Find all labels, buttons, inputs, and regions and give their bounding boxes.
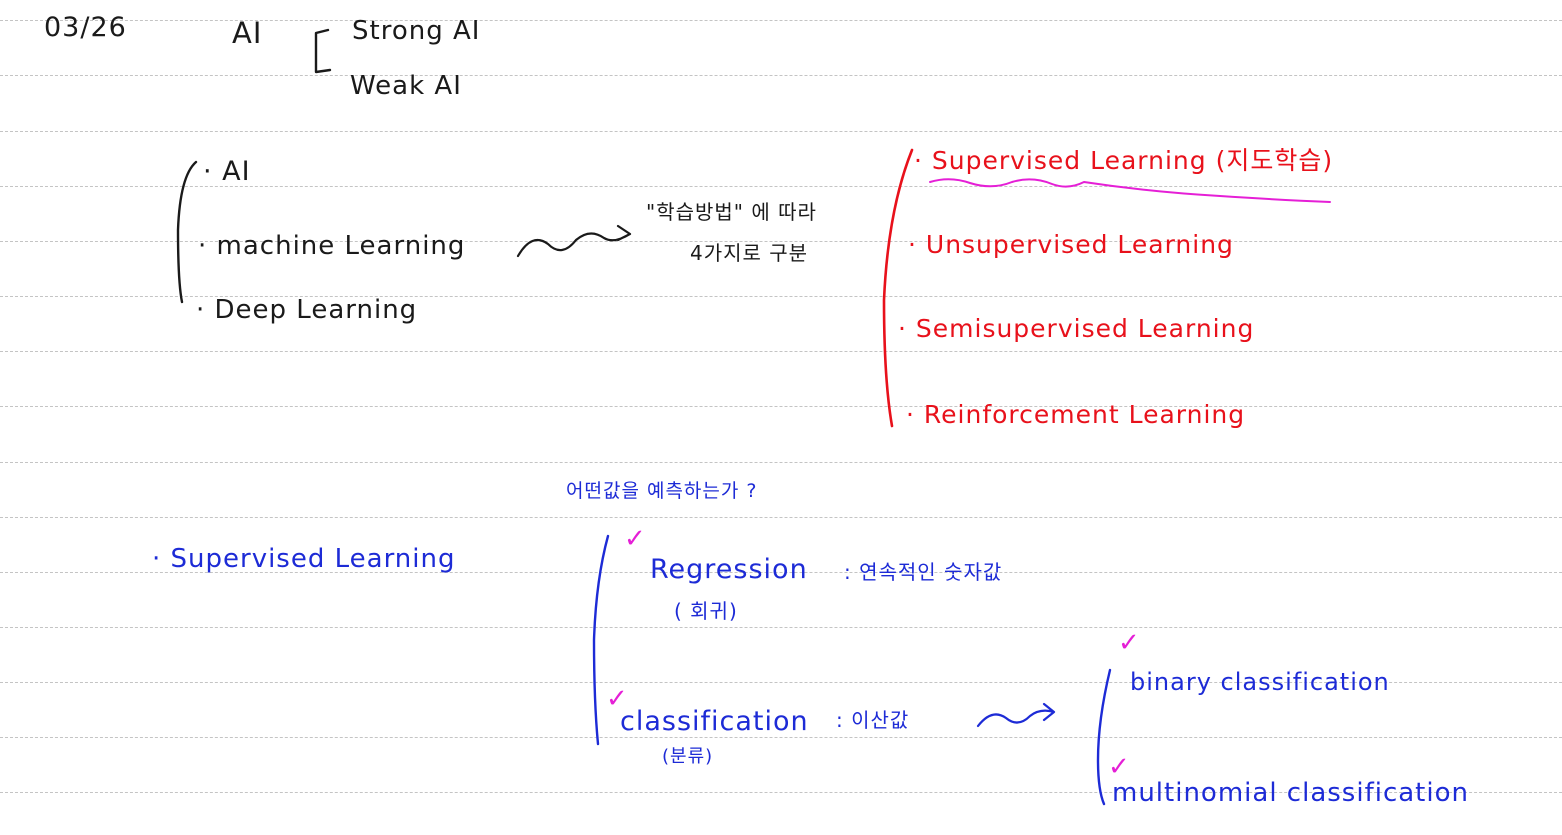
ruled-line [0,682,1562,683]
check-mark-icon: ✓ [606,684,628,714]
learning-type-semisupervised: · Semisupervised Learning [898,314,1255,343]
ruled-line [0,737,1562,738]
ruled-line [0,517,1562,518]
strong-ai-label: Strong AI [352,16,481,46]
check-mark-icon: ✓ [624,524,646,554]
criterion-line-2: 4가지로 구분 [690,241,809,265]
check-mark-icon: ✓ [1108,752,1130,782]
ruled-line [0,627,1562,628]
ruled-line [0,462,1562,463]
hierarchy-item-ai: · AI [203,156,251,187]
ruled-line [0,572,1562,573]
ruled-line [0,792,1562,793]
learning-types-bracket [882,148,914,428]
ruled-line [0,131,1562,132]
prediction-question: 어떤값을 예측하는가 ? [566,480,758,502]
classification-title: classification [620,706,809,737]
regression-title: Regression [650,554,808,585]
ai-label: AI [232,16,263,50]
ruled-line [0,75,1562,76]
check-mark-icon: ✓ [1118,628,1140,658]
learning-type-supervised: · Supervised Learning (지도학습) [914,146,1334,175]
classification-desc: : 이산값 [836,708,910,732]
regression-desc: : 연속적인 숫자값 [844,560,1003,584]
squiggle-arrow [516,224,632,258]
weak-ai-label: Weak AI [350,71,462,101]
ai-bracket [314,28,332,74]
ruled-line [0,241,1562,242]
ruled-line [0,351,1562,352]
classification-arrow [976,702,1056,728]
criterion-line-1: "학습방법" 에 따라 [646,200,817,224]
ruled-line [0,406,1562,407]
regression-korean: ( 회귀) [674,599,738,623]
binary-classification: binary classification [1130,668,1390,696]
hierarchy-bracket [176,160,198,304]
hierarchy-item-ml: · machine Learning [198,231,466,261]
classification-korean: (분류) [662,746,714,767]
supervised-label: · Supervised Learning [152,544,456,574]
supervised-underline [929,178,1331,203]
learning-type-reinforcement: · Reinforcement Learning [906,400,1246,429]
ruled-line [0,20,1562,21]
classification-bracket [1096,668,1112,806]
multinomial-classification: multinomial classification [1112,778,1469,808]
note-date: 03/26 [44,12,127,43]
ruled-line [0,186,1562,187]
learning-type-unsupervised: · Unsupervised Learning [908,230,1234,259]
hierarchy-item-dl: · Deep Learning [196,295,418,325]
ruled-line [0,296,1562,297]
supervised-bracket [592,534,610,746]
